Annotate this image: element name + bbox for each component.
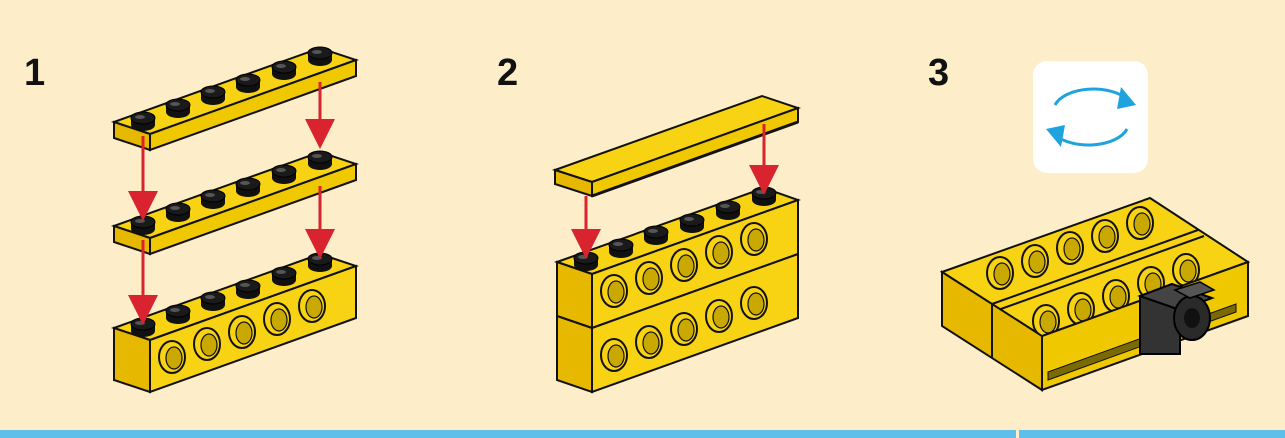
bottom-accent-bar [0, 430, 1285, 438]
step3-illustration [942, 198, 1248, 390]
step1-illustration [114, 47, 356, 392]
black-connector-piece [1140, 282, 1214, 354]
technic-brick-step1 [114, 253, 356, 392]
bottom-divider [1016, 430, 1019, 438]
tile-top [555, 96, 798, 196]
step2-illustration [555, 96, 798, 392]
